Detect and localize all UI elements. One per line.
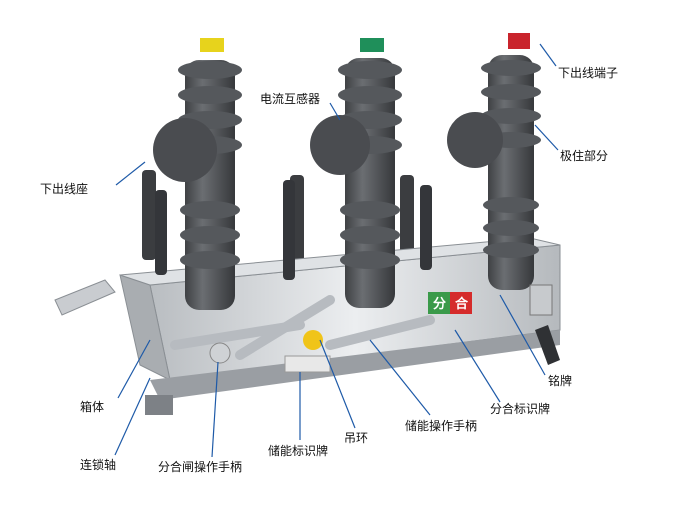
label-lifting-ring: 吊环 <box>344 431 369 445</box>
label-nameplate: 铭牌 <box>548 374 573 388</box>
label-energy-handle: 储能操作手柄 <box>405 419 478 433</box>
mark-right-glyph: 合 <box>455 296 469 312</box>
label-pole-part: 极住部分 <box>560 149 609 163</box>
label-lower-seat: 下出线座 <box>40 182 89 196</box>
insulator-pole-a <box>153 38 242 310</box>
mounting-bracket <box>54 279 116 316</box>
leader-lines <box>114 43 559 458</box>
label-interlock-shaft: 连锁轴 <box>80 458 117 472</box>
front-indicators <box>209 330 331 373</box>
on-off-mark-plate: 分 合 <box>428 292 472 314</box>
label-lower-terminal: 下出线端子 <box>558 66 619 80</box>
label-on-off-sign: 分合标识牌 <box>490 402 551 416</box>
energy-handle-lever <box>535 325 560 365</box>
label-energy-sign: 储能标识牌 <box>268 444 329 458</box>
label-on-off-handle: 分合闸操作手柄 <box>158 460 243 474</box>
label-box-body: 箱体 <box>80 400 105 414</box>
label-current-transformer: 电流互感器 <box>260 92 321 106</box>
front-arresters <box>155 180 432 280</box>
linkage-bars <box>170 295 435 360</box>
nameplate-panel <box>529 284 553 316</box>
insulator-pole-b <box>310 38 402 308</box>
insulator-pole-c <box>447 33 541 290</box>
mark-left-glyph: 分 <box>433 296 446 312</box>
